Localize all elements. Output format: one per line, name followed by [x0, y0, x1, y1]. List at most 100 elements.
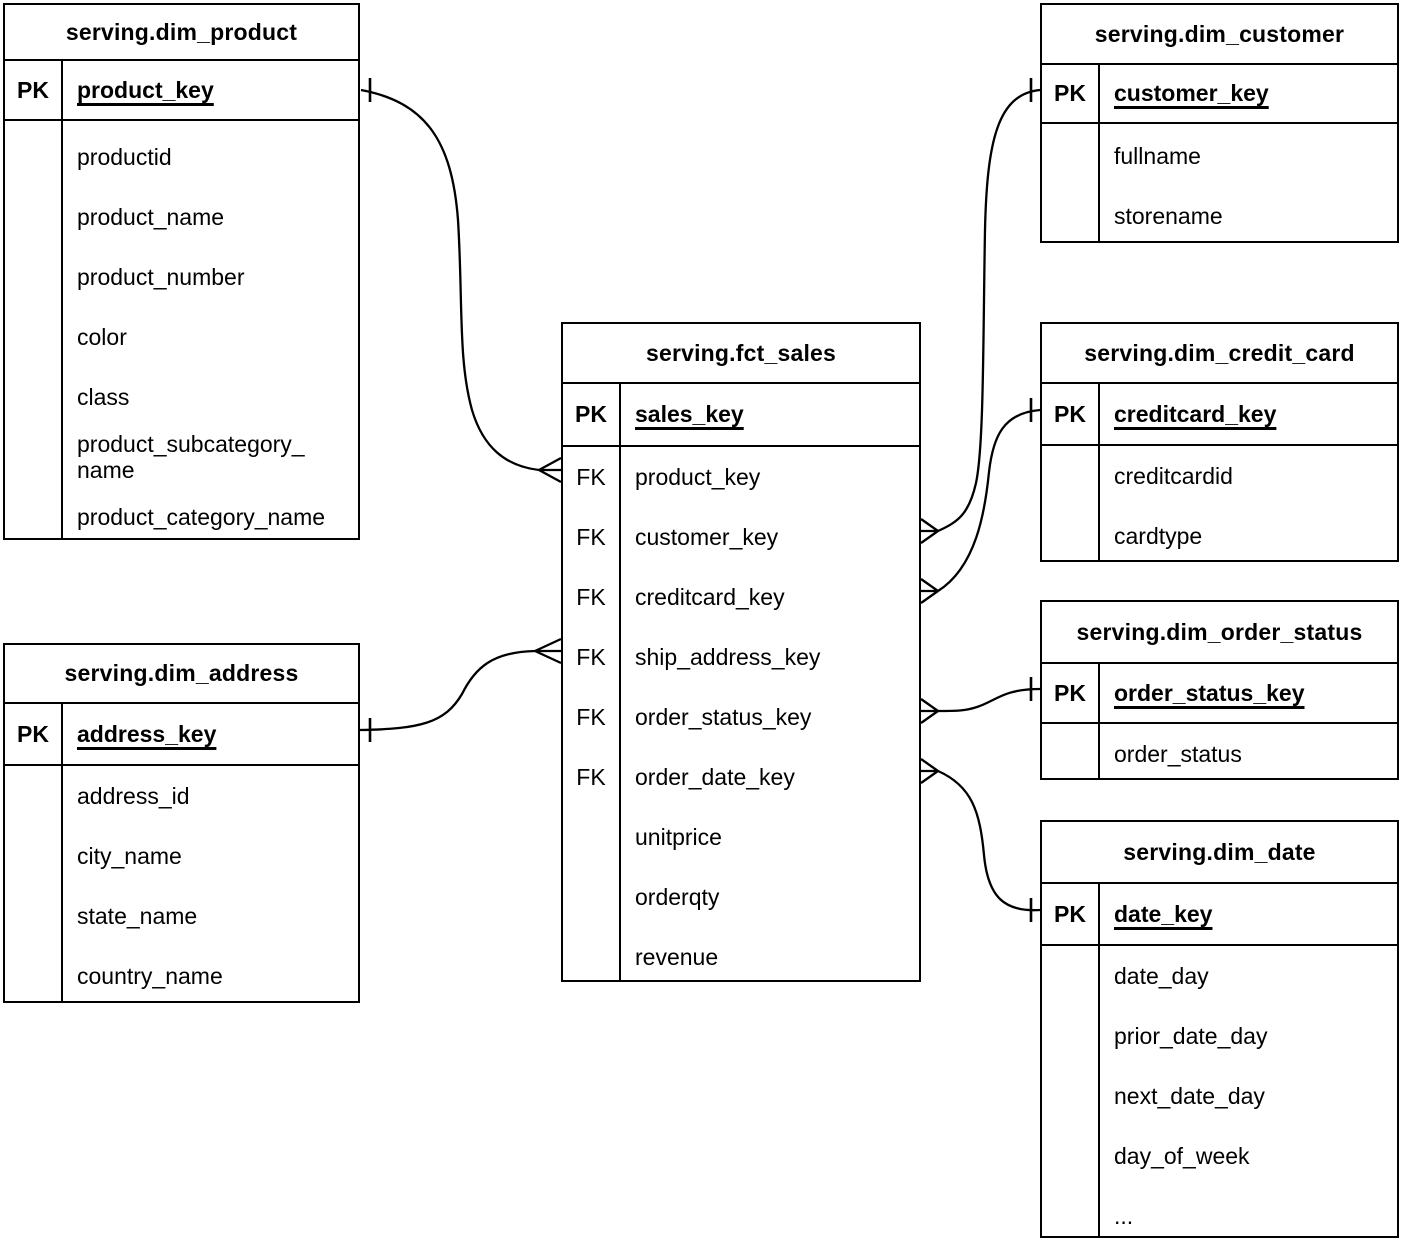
pk-field-name: customer_key	[1114, 80, 1269, 106]
relationship-product-to-sales	[360, 78, 562, 484]
pk-field-name: product_key	[77, 76, 214, 103]
field-name: class	[77, 384, 130, 410]
entity-dim-date: serving.dim_date PK date_key date_day pr…	[1040, 820, 1399, 1238]
many-crow-foot	[920, 698, 939, 724]
pk-badge: PK	[563, 384, 621, 445]
entity-body: address_id city_name state_name country_…	[5, 766, 358, 1001]
field-name: ...	[1114, 1203, 1134, 1229]
field-name: customer_key	[635, 524, 779, 550]
pk-field-name: creditcard_key	[1114, 400, 1277, 427]
pk-row: PK product_key	[5, 61, 358, 121]
entity-body: creditcardid cardtype	[1042, 446, 1397, 560]
entity-body: FK FK FK FK FK FK product_key customer_k…	[563, 447, 919, 980]
entity-title: serving.dim_date	[1042, 822, 1397, 884]
entity-dim-product: serving.dim_product PK product_key produ…	[3, 3, 360, 540]
field-column: address_id city_name state_name country_…	[63, 766, 358, 1001]
many-crow-foot	[534, 637, 562, 665]
pk-badge: PK	[1042, 65, 1100, 122]
fk-badge: FK	[576, 584, 606, 610]
entity-body: productid product_name product_number co…	[5, 121, 358, 538]
field-name: country_name	[77, 963, 223, 989]
entity-body: order_status	[1042, 724, 1397, 778]
many-crow-foot	[538, 456, 562, 484]
key-column: FK FK FK FK FK FK	[563, 447, 621, 980]
field-name: revenue	[635, 944, 719, 970]
relationship-customer-to-sales	[920, 78, 1041, 544]
entity-dim-customer: serving.dim_customer PK customer_key ful…	[1040, 3, 1399, 243]
relationship-creditcard-to-sales	[920, 398, 1041, 604]
field-name: cardtype	[1114, 523, 1203, 549]
field-column: product_key customer_key creditcard_key …	[621, 447, 919, 980]
entity-body: date_day prior_date_day next_date_day da…	[1042, 946, 1397, 1236]
field-name: storename	[1114, 203, 1223, 229]
fk-badge: FK	[576, 704, 606, 730]
entity-dim-credit-card: serving.dim_credit_card PK creditcard_ke…	[1040, 322, 1399, 562]
pk-badge: PK	[1042, 664, 1100, 722]
pk-row: PK creditcard_key	[1042, 384, 1397, 446]
field-name: order_date_key	[635, 764, 795, 790]
pk-badge: PK	[1042, 884, 1100, 944]
entity-title: serving.dim_product	[5, 5, 358, 61]
field-name: prior_date_day	[1114, 1023, 1268, 1049]
field-column: order_status	[1100, 724, 1397, 778]
field-column: productid product_name product_number co…	[63, 121, 358, 538]
entity-title: serving.dim_customer	[1042, 5, 1397, 65]
field-name: address_id	[77, 783, 190, 809]
fk-badge: FK	[576, 524, 606, 550]
entity-fct-sales: serving.fct_sales PK sales_key FK FK FK …	[561, 322, 921, 982]
fk-badge: FK	[576, 644, 606, 670]
key-column	[1042, 446, 1100, 560]
field-name: product_subcategory_ name	[77, 431, 305, 483]
field-name: productid	[77, 144, 172, 170]
field-name: creditcard_key	[635, 584, 785, 610]
field-name: color	[77, 324, 127, 350]
field-name: product_key	[635, 464, 761, 490]
pk-badge: PK	[1042, 384, 1100, 444]
many-crow-foot	[920, 758, 939, 784]
relationship-address-to-sales	[359, 637, 562, 742]
pk-row: PK customer_key	[1042, 65, 1397, 124]
field-name: city_name	[77, 843, 182, 869]
pk-badge: PK	[5, 61, 63, 119]
pk-field-name: address_key	[77, 720, 217, 747]
key-column	[1042, 724, 1100, 778]
pk-row: PK order_status_key	[1042, 664, 1397, 724]
key-column	[1042, 946, 1100, 1236]
key-column	[5, 766, 63, 1001]
field-column: creditcardid cardtype	[1100, 446, 1397, 560]
entity-title: serving.dim_address	[5, 645, 358, 704]
key-column	[1042, 124, 1100, 241]
key-column	[5, 121, 63, 538]
field-name: order_status	[1114, 741, 1242, 767]
entity-dim-order-status: serving.dim_order_status PK order_status…	[1040, 600, 1399, 780]
entity-title: serving.fct_sales	[563, 324, 919, 384]
pk-row: PK date_key	[1042, 884, 1397, 946]
relationship-date-to-sales	[920, 758, 1041, 922]
field-name: state_name	[77, 903, 198, 929]
field-name: order_status_key	[635, 704, 812, 730]
field-name: product_name	[77, 204, 225, 230]
pk-field-name: sales_key	[635, 401, 744, 427]
pk-badge: PK	[5, 704, 63, 764]
field-name: ship_address_key	[635, 644, 821, 670]
field-name: creditcardid	[1114, 463, 1233, 489]
entity-title: serving.dim_order_status	[1042, 602, 1397, 664]
field-name: product_category_name	[77, 504, 326, 530]
relationship-orderstatus-to-sales	[920, 677, 1041, 724]
field-name: orderqty	[635, 884, 720, 910]
field-name: next_date_day	[1114, 1083, 1265, 1109]
pk-field-name: date_key	[1114, 900, 1213, 927]
pk-row: PK address_key	[5, 704, 358, 766]
fk-badge: FK	[576, 464, 606, 490]
entity-dim-address: serving.dim_address PK address_key addre…	[3, 643, 360, 1003]
many-crow-foot	[920, 518, 939, 544]
pk-row: PK sales_key	[563, 384, 919, 447]
field-column: fullname storename	[1100, 124, 1397, 241]
many-crow-foot	[920, 578, 939, 604]
field-name: day_of_week	[1114, 1143, 1250, 1169]
field-name: fullname	[1114, 143, 1201, 169]
pk-field-name: order_status_key	[1114, 679, 1305, 706]
field-name: unitprice	[635, 824, 722, 850]
field-name: date_day	[1114, 963, 1209, 989]
